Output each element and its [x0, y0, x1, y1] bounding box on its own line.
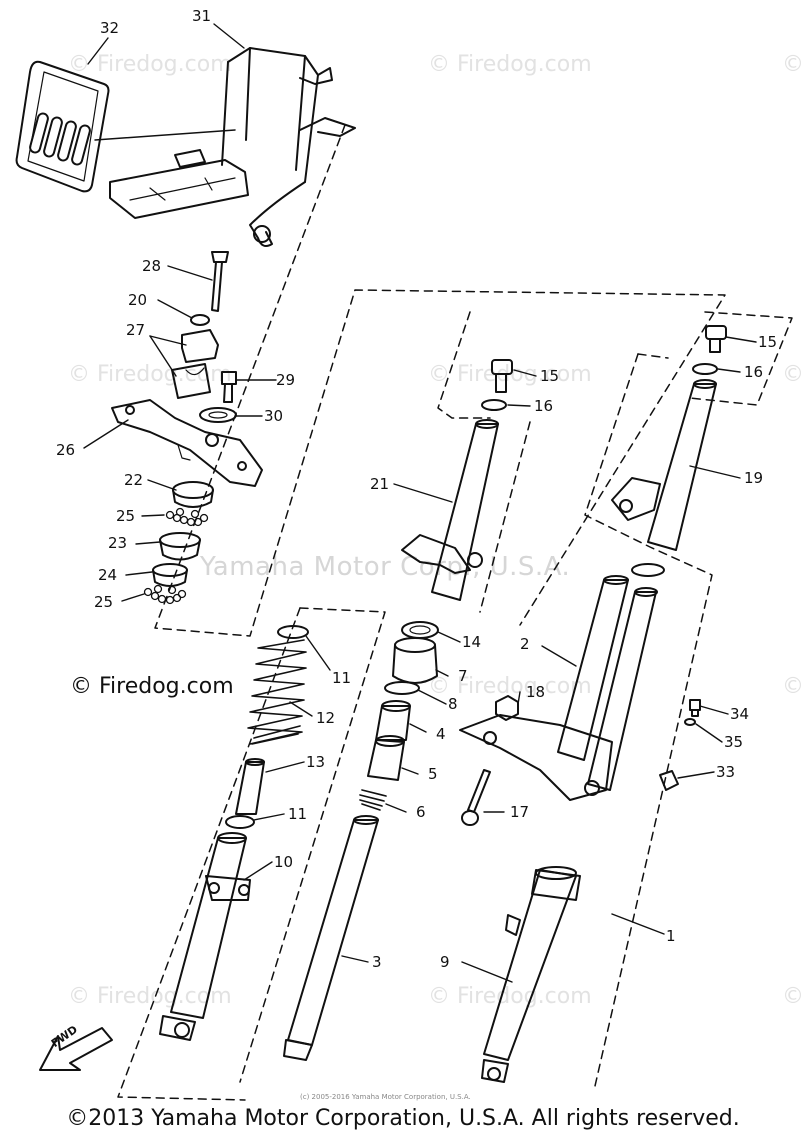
part-21-inner-tube — [401, 419, 499, 601]
part-7-dust-seal — [392, 637, 438, 684]
callout-11: 11 — [288, 805, 308, 823]
part-26-upper-bracket — [111, 399, 263, 487]
watermark: © Firedog.com — [68, 362, 232, 387]
callout-29: 29 — [276, 371, 296, 389]
callout-34: 34 — [730, 705, 750, 723]
part-25-balls — [165, 507, 209, 527]
callout-32: 32 — [100, 19, 120, 37]
callout-3: 3 — [372, 953, 382, 971]
part-13-tube — [235, 758, 265, 815]
part-25-balls-lower — [143, 584, 187, 605]
callout-27: 27 — [126, 321, 146, 339]
assembly-dash-lines — [117, 124, 793, 1101]
part-15-bolt-right — [705, 325, 727, 353]
callout-20: 20 — [128, 291, 148, 309]
fwd-arrow — [39, 1027, 113, 1071]
part-4-bushing — [375, 700, 411, 741]
part-33-screw — [659, 770, 679, 791]
callout-14: 14 — [462, 633, 482, 651]
small-copyright: (c) 2005-2016 Yamaha Motor Corporation, … — [300, 1093, 471, 1101]
callout-25: 25 — [94, 593, 114, 611]
callout-15: 15 — [758, 333, 778, 351]
part-27-holder — [171, 329, 219, 399]
callout-19: 19 — [744, 469, 764, 487]
part-6-spring — [359, 789, 387, 811]
part-2-steering-stem — [459, 563, 665, 801]
part-16-washer-right — [692, 363, 718, 375]
callout-7: 7 — [458, 667, 468, 685]
part-5-bushing — [367, 735, 405, 781]
callout-11: 11 — [332, 669, 352, 687]
part-3-inner-tube — [283, 815, 379, 1061]
part-19-inner-tube — [611, 379, 717, 551]
leader-lines — [83, 23, 757, 983]
callout-17: 17 — [510, 803, 530, 821]
part-12-spring — [247, 639, 307, 745]
part-17-bolt — [461, 769, 491, 826]
part-24-race — [152, 563, 188, 587]
callout-24: 24 — [98, 566, 118, 584]
part-15-bolt-left — [491, 359, 513, 393]
watermark: © Firedog.com — [68, 984, 232, 1009]
callout-33: 33 — [716, 763, 736, 781]
watermark: © Firedog.com — [782, 362, 806, 387]
callout-23: 23 — [108, 534, 128, 552]
part-18-nut — [495, 695, 519, 721]
callout-4: 4 — [436, 725, 446, 743]
part-30-washer — [199, 407, 237, 423]
watermark: © Firedog.com — [782, 984, 806, 1009]
watermark: © Firedog.com — [782, 674, 806, 699]
watermark: © Firedog.com — [68, 52, 232, 77]
callout-16: 16 — [744, 363, 764, 381]
callout-5: 5 — [428, 765, 438, 783]
part-11-seat-lower — [225, 815, 255, 829]
part-22-race — [172, 481, 214, 508]
callout-6: 6 — [416, 803, 426, 821]
callout-12: 12 — [316, 709, 336, 727]
part-8-clip — [384, 681, 420, 695]
part-35-washer — [684, 718, 696, 726]
watermark: © Firedog.com — [428, 984, 592, 1009]
part-34-bolt — [689, 699, 701, 717]
callout-26: 26 — [56, 441, 76, 459]
part-16-washer-left — [481, 399, 507, 411]
callout-28: 28 — [142, 257, 162, 275]
part-23-race — [159, 532, 201, 561]
watermark-dark: © Firedog.com — [70, 674, 234, 699]
callout-30: 30 — [264, 407, 284, 425]
callout-8: 8 — [448, 695, 458, 713]
part-31-frame — [109, 47, 356, 247]
watermark: © Firedog.com — [428, 52, 592, 77]
callout-35: 35 — [724, 733, 744, 751]
callout-15: 15 — [540, 367, 560, 385]
callout-22: 22 — [124, 471, 144, 489]
callout-10: 10 — [274, 853, 294, 871]
part-20-washer — [190, 314, 210, 326]
part-29-bolt — [221, 371, 237, 403]
part-14-seal — [401, 621, 439, 639]
callout-1: 1 — [666, 927, 676, 945]
watermark: © Firedog.com — [782, 52, 806, 77]
callout-25: 25 — [116, 507, 136, 525]
callout-9: 9 — [440, 953, 450, 971]
part-32-lamp — [15, 60, 236, 193]
callout-13: 13 — [306, 753, 326, 771]
callout-18: 18 — [526, 683, 546, 701]
callout-16: 16 — [534, 397, 554, 415]
watermark: © Firedog.com — [428, 674, 592, 699]
part-9-outer-tube — [481, 866, 581, 1083]
copyright-footer: ©2013 Yamaha Motor Corporation, U.S.A. A… — [66, 1106, 740, 1131]
callout-2: 2 — [520, 635, 530, 653]
callout-31: 31 — [192, 7, 212, 25]
watermark-center: Yamaha Motor Corp., U.S.A. — [200, 552, 571, 582]
callout-21: 21 — [370, 475, 390, 493]
part-10-outer-tube — [159, 832, 251, 1041]
part-28-bolt — [211, 251, 229, 312]
part-11-seat — [277, 625, 309, 639]
